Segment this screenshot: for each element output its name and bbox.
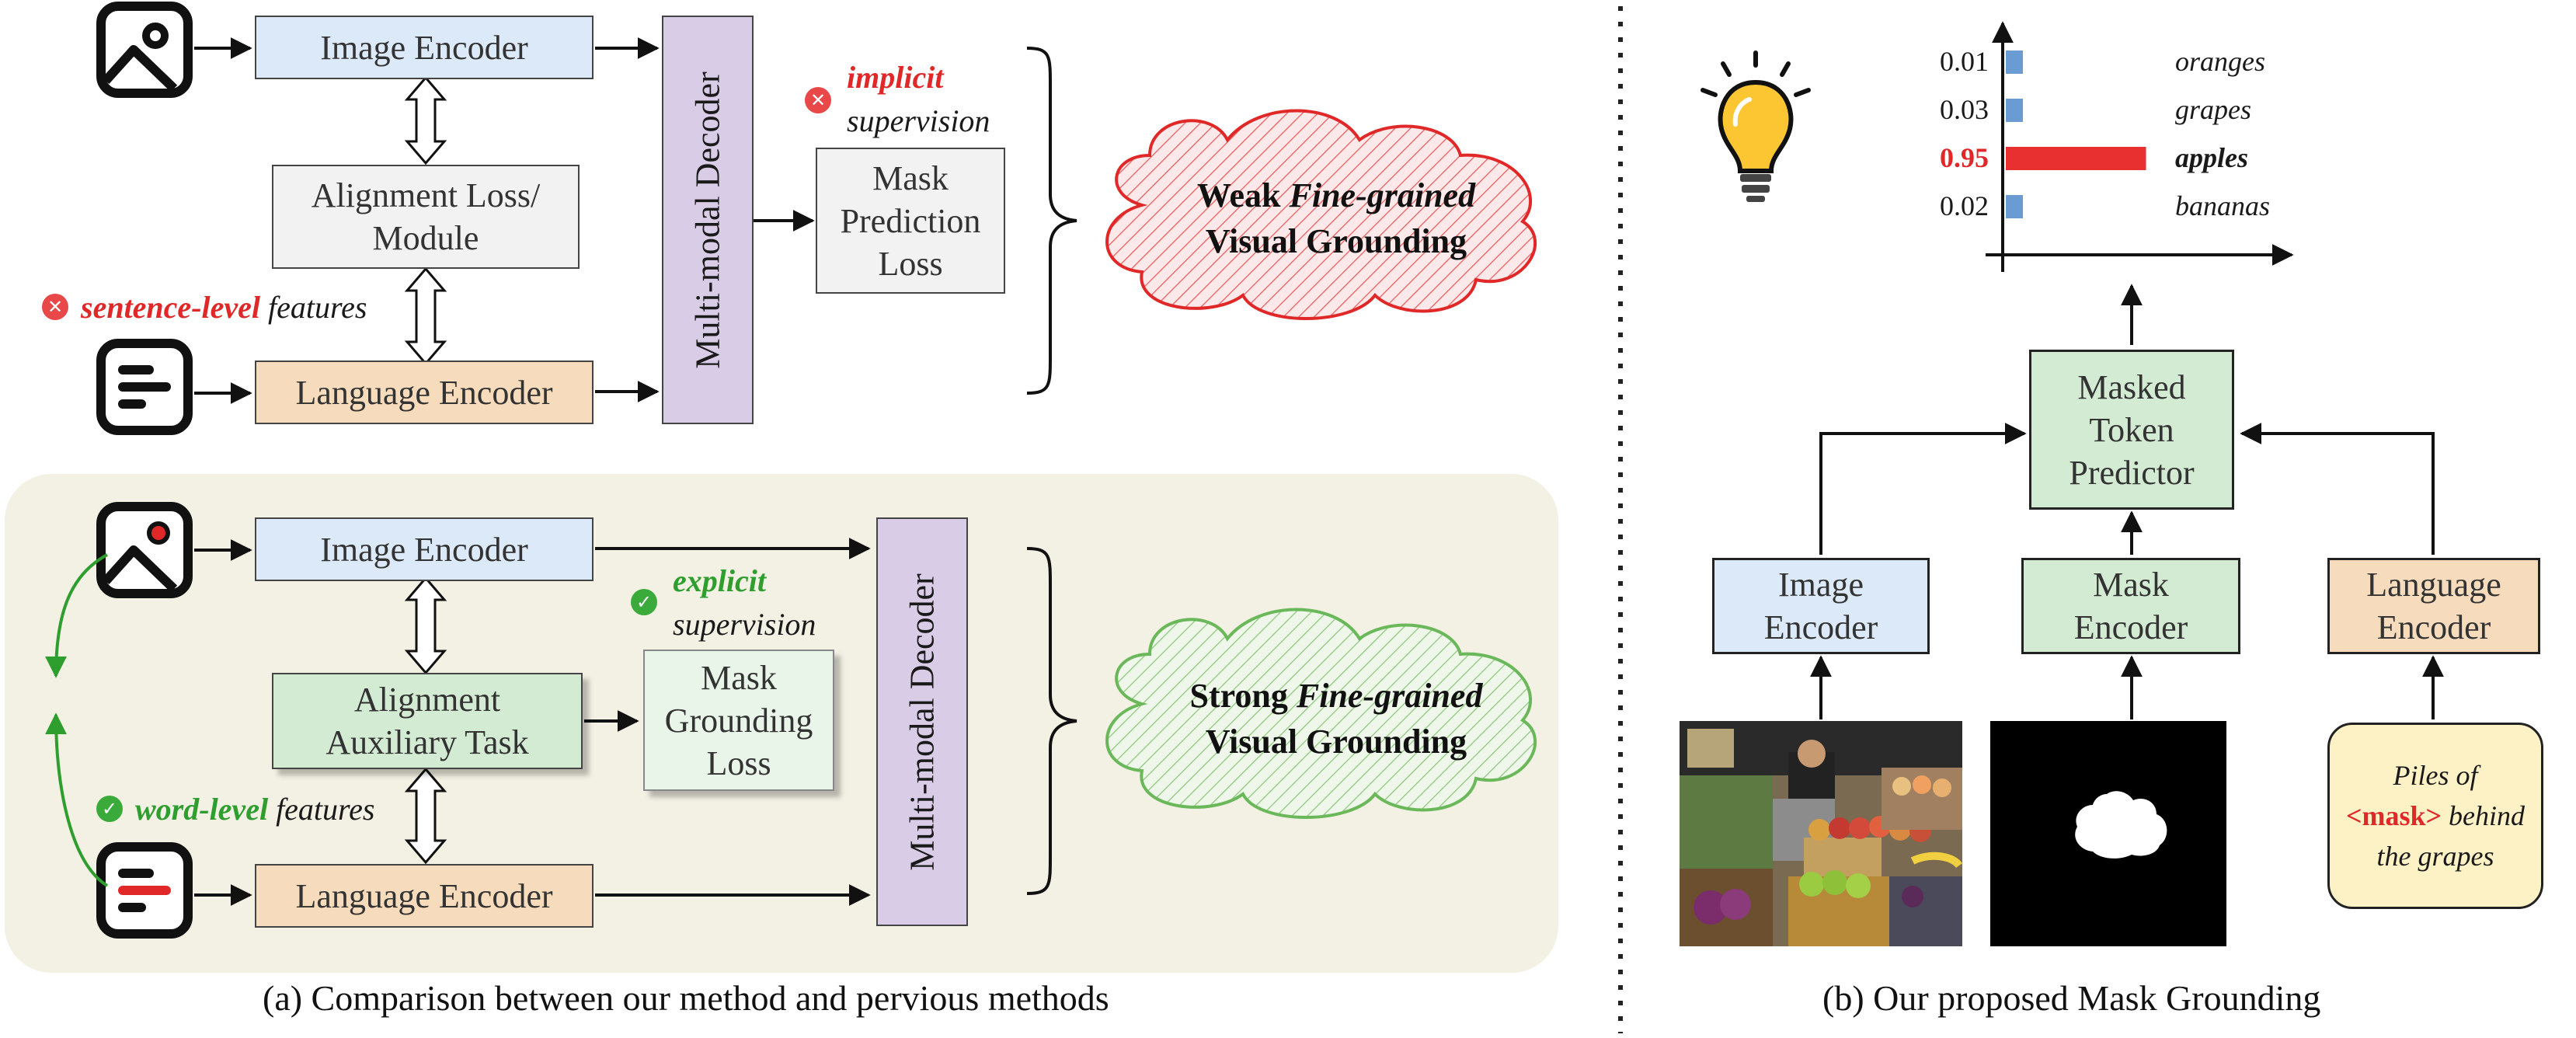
mask-prediction-label-3: Loss [878, 244, 943, 283]
image-encoder-label: Image Encoder [320, 28, 528, 67]
alignment-loss-label-2: Module [372, 219, 479, 257]
caption-b: (b) Our proposed Mask Grounding [1822, 978, 2321, 1018]
image-encoder-box: Image Encoder [255, 16, 594, 79]
brace [1026, 47, 1077, 395]
mask-token: <mask> [2345, 799, 2442, 831]
value-label-apples: 0.95 [1940, 142, 1989, 173]
language-encoder-label: Language Encoder [295, 876, 553, 915]
mask-grounding-label-2: Grounding [664, 701, 813, 740]
image-icon-marked [96, 502, 193, 598]
language-encoder-label-1: Language [2366, 566, 2501, 604]
cross-icon: ✕ [42, 294, 68, 320]
prompt-line1: Piles of [2393, 759, 2478, 791]
explicit-label: explicit [673, 563, 766, 598]
prompt-line2: <mask> behind [2346, 796, 2525, 836]
cloud-strong [1105, 608, 1537, 819]
sentence-level-features: sentence-level features [81, 289, 367, 326]
language-encoder-label: Language Encoder [295, 373, 553, 412]
fine-grained-word: Fine-grained [1296, 677, 1483, 715]
alignment-auxiliary-label-1: Alignment [353, 681, 501, 719]
image-icon [96, 2, 193, 98]
double-arrow [404, 75, 447, 366]
mask-grounding-label-1: Mask [701, 658, 777, 697]
supervision-label: supervision [673, 607, 816, 642]
category-label-bananas: bananas [2175, 190, 2271, 221]
image-encoder-label-2: Encoder [1763, 608, 1878, 646]
language-encoder-label-2: Encoder [2376, 608, 2491, 646]
fine-grained-word: Fine-grained [1289, 176, 1476, 214]
text-prompt-card: Piles of <mask> behind the grapes [2327, 723, 2543, 909]
image-encoder-box: Image Encoder [255, 517, 594, 581]
predictor-label-2: Token [2089, 410, 2174, 449]
market-photo [1680, 721, 1963, 946]
predictor-label-1: Masked [2077, 367, 2186, 406]
language-encoder-box: Language Encoder [2327, 558, 2540, 654]
weak-grounding-line2: Visual Grounding [1205, 222, 1467, 261]
mask-image [1990, 721, 2226, 946]
multimodal-decoder-box: Multi-modal Decoder [662, 16, 754, 424]
value-label-grapes: 0.03 [1940, 94, 1989, 125]
strong-word: Strong [1189, 677, 1288, 715]
supervision-label: supervision [847, 103, 990, 138]
image-encoder-box: Image Encoder [1712, 558, 1930, 654]
word-level-word: word-level [135, 792, 269, 827]
cross-icon: ✕ [805, 87, 831, 113]
category-label-apples: apples [2175, 142, 2248, 173]
lightbulb-icon [1701, 51, 1811, 202]
bar-bananas [2006, 195, 2023, 218]
image-encoder-label-1: Image [1778, 566, 1864, 604]
bar-grapes [2006, 99, 2023, 122]
value-label-oranges: 0.01 [1940, 46, 1989, 77]
image-encoder-label: Image Encoder [320, 530, 528, 569]
mask-encoder-box: Mask Encoder [2021, 558, 2240, 654]
implicit-label: implicit [847, 60, 944, 95]
multimodal-decoder-box: Multi-modal Decoder [876, 517, 968, 926]
multimodal-decoder-label: Multi-modal Decoder [903, 573, 942, 871]
word-level-features: word-level features [135, 791, 374, 828]
features-word: features [268, 290, 367, 325]
alignment-loss-box: Alignment Loss/ Module [272, 165, 580, 269]
category-label-oranges: oranges [2175, 46, 2265, 77]
mask-prediction-loss-box: Mask Prediction Loss [816, 148, 1005, 294]
masked-token-predictor-box: Masked Token Predictor [2029, 350, 2234, 510]
document-icon [96, 339, 193, 435]
check-icon: ✓ [96, 796, 123, 822]
strong-grounding-line1: Strong Fine-grained [1134, 673, 1538, 719]
prompt-line3: the grapes [2376, 841, 2494, 873]
language-encoder-box: Language Encoder [255, 361, 594, 424]
features-word: features [276, 792, 375, 827]
mask-prediction-label-1: Mask [872, 158, 949, 197]
weak-word: Weak [1196, 176, 1281, 214]
mask-encoder-label-2: Encoder [2073, 608, 2188, 646]
sentence-level-word: sentence-level [81, 290, 260, 325]
value-label-bananas: 0.02 [1940, 190, 1989, 221]
weak-grounding-line1: Weak Fine-grained [1134, 172, 1538, 218]
document-icon-marked [96, 842, 193, 939]
predictor-label-3: Predictor [2069, 453, 2195, 492]
bar-oranges [2006, 51, 2023, 74]
strong-grounding-label: Strong Fine-grained Visual Grounding [1134, 673, 1538, 765]
cloud-weak [1105, 109, 1537, 320]
alignment-auxiliary-label-2: Auxiliary Task [325, 723, 529, 761]
mask-encoder-label-1: Mask [2093, 566, 2169, 604]
alignment-auxiliary-task-box: Alignment Auxiliary Task [272, 673, 583, 769]
mask-grounding-label-3: Loss [706, 744, 771, 782]
prompt-line2-rest: behind [2442, 799, 2526, 831]
caption-a: (a) Comparison between our method and pe… [263, 978, 1109, 1018]
check-icon: ✓ [631, 589, 657, 615]
category-label-grapes: grapes [2175, 94, 2251, 125]
strong-grounding-line2: Visual Grounding [1205, 723, 1467, 761]
mask-grounding-loss-box: Mask Grounding Loss [643, 650, 834, 791]
bar-apples [2006, 147, 2146, 170]
chart-bars [2006, 51, 2146, 218]
mask-prediction-label-2: Prediction [840, 201, 981, 240]
multimodal-decoder-label: Multi-modal Decoder [688, 71, 727, 369]
language-encoder-box: Language Encoder [255, 864, 594, 928]
alignment-loss-label-1: Alignment Loss/ [311, 176, 541, 214]
weak-grounding-label: Weak Fine-grained Visual Grounding [1134, 172, 1538, 265]
